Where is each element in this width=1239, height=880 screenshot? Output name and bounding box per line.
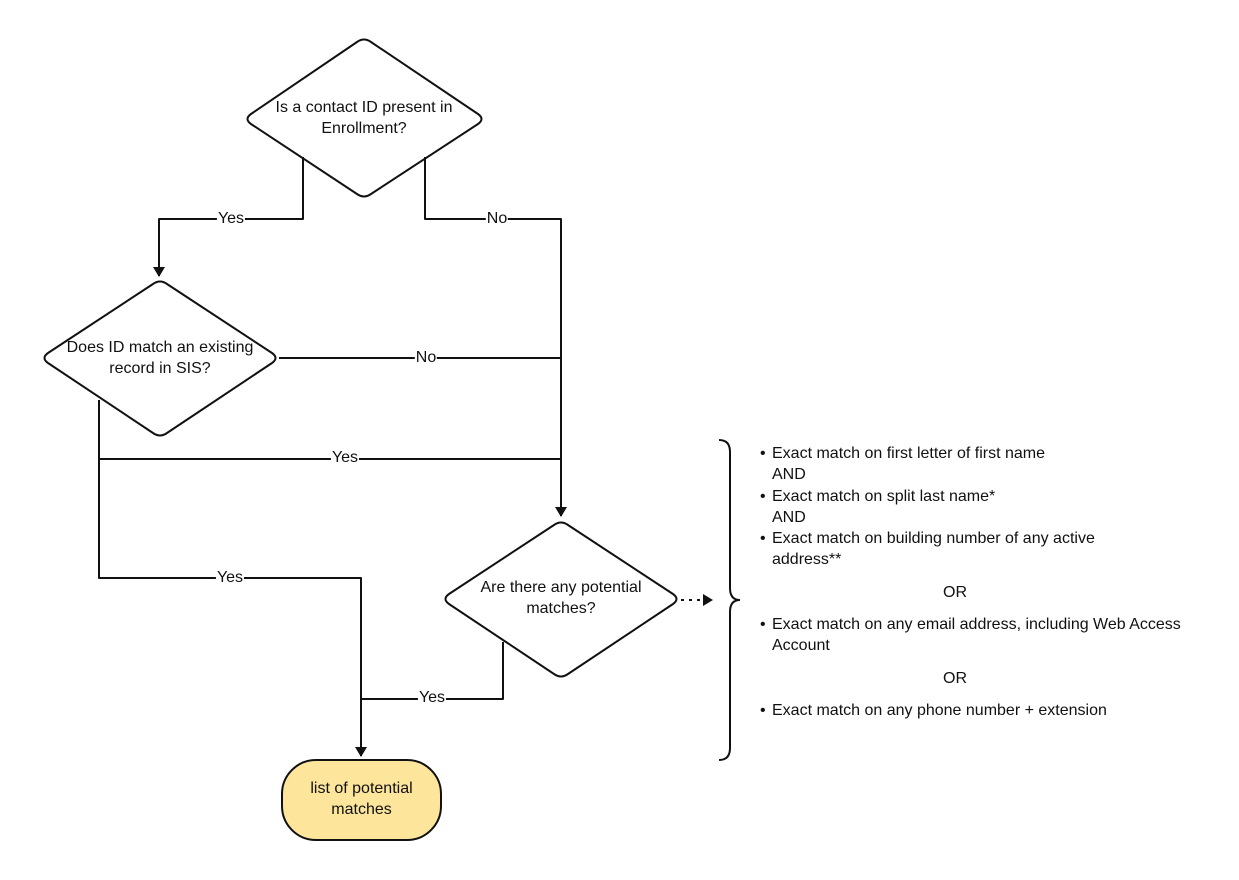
criteria-item: • Exact match on any phone number + exte… [760, 700, 1180, 721]
criteria-email-text: Exact match on any email address, includ… [772, 616, 1181, 655]
edge-label-id-match-yes-decision: Yes [330, 449, 360, 467]
result-terminal-shape [281, 759, 442, 841]
criteria-and-joiner: AND [772, 466, 806, 484]
edge-label-id-match-no: No [414, 349, 438, 367]
decision-contact-id-text: Is a contact ID present in Enrollment? [275, 99, 453, 137]
criteria-item: • Exact match on first letter of first n… [760, 443, 1180, 464]
bullet-glyph: • [760, 616, 766, 634]
decision-contact-id-shape [246, 38, 483, 198]
bullet-glyph: • [760, 701, 766, 719]
edge-label-contact-no: No [485, 210, 509, 228]
decision-potential-matches-shape [444, 521, 678, 678]
edge-label-id-match-yes-result: Yes [215, 569, 245, 587]
criteria-last-name-text: Exact match on split last name* [772, 487, 996, 505]
edge-label-potential-yes: Yes [417, 689, 447, 707]
criteria-phone-text: Exact match on any phone number + extens… [772, 701, 1107, 719]
bullet-glyph: • [760, 530, 766, 548]
edge-label-contact-yes: Yes [216, 210, 246, 228]
criteria-or-separator: OR [943, 583, 967, 601]
decision-id-match-text: Does ID match an existing record in SIS? [66, 339, 254, 377]
criteria-item: • Exact match on any email address, incl… [760, 614, 1182, 657]
match-criteria-list: • Exact match on first letter of first n… [760, 443, 1182, 721]
criteria-item: • Exact match on building number of any … [760, 528, 1152, 571]
criteria-building-number-text: Exact match on building number of any ac… [772, 530, 1095, 569]
decision-potential-matches-text: Are there any potential matches? [480, 579, 642, 617]
criteria-first-letter-text: Exact match on first letter of first nam… [772, 445, 1045, 462]
bullet-glyph: • [760, 487, 766, 505]
criteria-item: • Exact match on split last name* [760, 486, 1180, 507]
result-terminal-text: list of potential matches [310, 780, 413, 818]
criteria-brace [718, 439, 741, 761]
bullet-glyph: • [760, 445, 766, 462]
decision-id-match-shape [43, 280, 277, 437]
criteria-or-separator: OR [943, 669, 967, 687]
criteria-and-joiner: AND [772, 508, 806, 526]
